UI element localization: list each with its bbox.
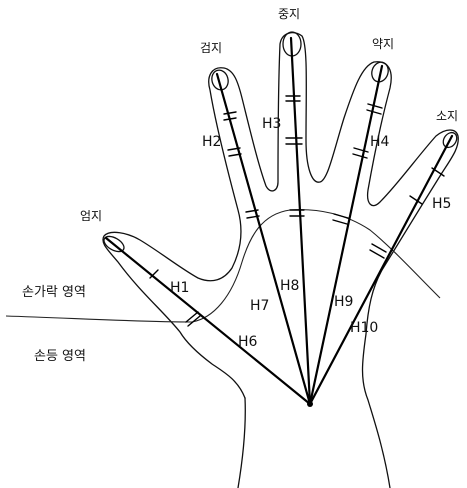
measure-label-h6: H6 [238,334,258,350]
finger-name-thumb: 엄지 [80,209,102,223]
finger-name-ring: 약지 [372,36,394,51]
measure-label-h9: H9 [334,294,353,310]
wrist-left-edge [238,398,245,488]
hand-outline [103,33,458,488]
measure-label-h5: H5 [432,196,451,212]
finger-name-middle: 중지 [278,7,300,21]
wrist-origin-point [307,401,313,407]
measure-line-little [310,136,452,404]
measure-label-h7: H7 [250,298,269,314]
measure-label-h2: H2 [202,134,221,150]
finger-name-index: 검지 [200,41,222,55]
measure-line-ring [310,66,382,404]
region-boundary-line [6,210,440,322]
region-label-back-of-hand: 손등 영역 [34,349,86,364]
measure-label-h8: H8 [280,278,299,294]
finger-name-little: 소지 [436,109,458,123]
measure-label-h10: H10 [350,320,378,336]
region-label-finger: 손가락 영역 [22,285,86,300]
measure-label-h1: H1 [170,280,189,296]
measure-label-h3: H3 [262,116,281,132]
measure-label-h4: H4 [370,134,390,150]
